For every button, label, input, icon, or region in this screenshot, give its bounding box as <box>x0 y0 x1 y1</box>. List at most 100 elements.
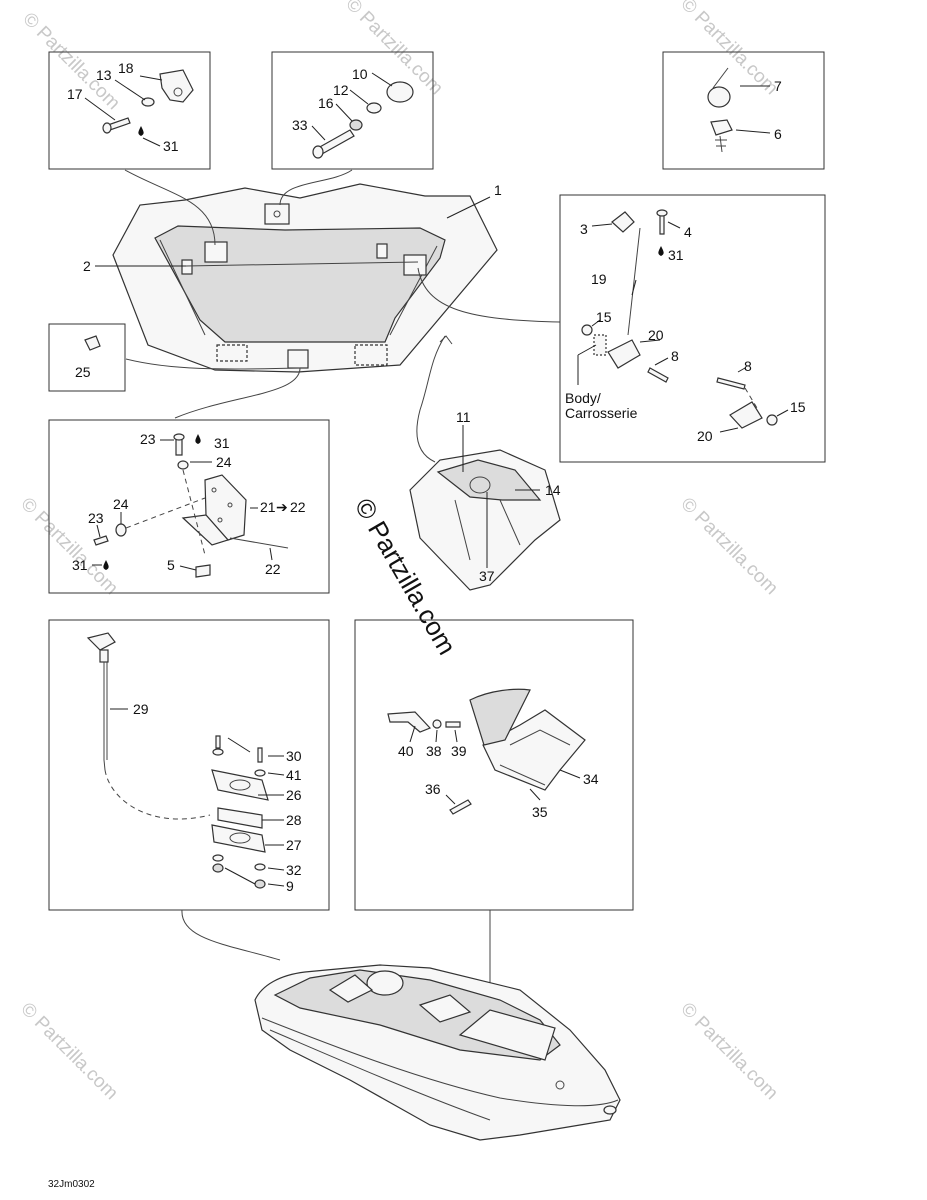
callout-15: 15 <box>596 309 612 325</box>
panel-bumper-hardware: 10 12 16 33 <box>271 51 434 170</box>
callout-14: 14 <box>545 482 561 498</box>
panel-tie-and-screw: 7 6 <box>662 51 825 170</box>
callout-13: 13 <box>96 67 112 83</box>
body-label-line2: Carrosserie <box>565 405 638 421</box>
panel-grommet: 25 <box>48 323 126 392</box>
storage-hatch: 2 1 <box>83 169 561 463</box>
callout-21: 21 <box>260 499 276 515</box>
latch-plate <box>264 203 290 225</box>
panel-hinge-assembly: 23 31 24 21 ➔ 22 24 23 31 5 22 <box>48 419 330 594</box>
watermark: © Partzilla.com <box>16 494 121 599</box>
callout-25: 25 <box>75 364 91 380</box>
callout-33: 33 <box>292 117 308 133</box>
handle-29 <box>86 632 116 651</box>
washer-15a <box>581 324 593 336</box>
console-assembly: 11 14 37 <box>409 409 561 591</box>
callout-9: 9 <box>286 878 294 894</box>
callout-30: 30 <box>286 748 302 764</box>
storage-opening <box>458 1009 556 1061</box>
washer-32 <box>254 863 266 871</box>
callout-17: 17 <box>67 86 83 102</box>
callout-12: 12 <box>333 82 349 98</box>
callout-27: 27 <box>286 837 302 853</box>
callout-34: 34 <box>583 771 599 787</box>
callout-28: 28 <box>286 812 302 828</box>
callout-5: 5 <box>167 557 175 573</box>
diagram-code: 32Jm0302 <box>48 1179 95 1190</box>
screw-23b <box>93 535 109 546</box>
callout-23: 23 <box>88 510 104 526</box>
callout-24: 24 <box>113 496 129 512</box>
watermark: © Partzilla.com <box>676 0 781 99</box>
callout-19: 19 <box>591 271 607 287</box>
screw-39 <box>445 721 461 728</box>
bumper-10 <box>386 81 414 103</box>
callout-31: 31 <box>668 247 684 263</box>
latch-40 <box>387 711 432 733</box>
callout-29: 29 <box>133 701 149 717</box>
plate-27 <box>211 824 266 853</box>
bracket-20b <box>729 401 763 429</box>
callout-3: 3 <box>580 221 588 237</box>
grommet-25 <box>84 335 101 351</box>
panel-storage-bin: 40 38 39 34 36 35 <box>354 619 634 911</box>
callout-35: 35 <box>532 804 548 820</box>
washer-24b <box>115 523 127 537</box>
washer-38 <box>432 719 442 729</box>
callout-31: 31 <box>72 557 88 573</box>
plate-26 <box>211 769 269 801</box>
screw-4 <box>659 213 665 235</box>
callout-26: 26 <box>286 787 302 803</box>
pin-36 <box>449 799 472 815</box>
callout-2: 2 <box>83 258 91 274</box>
callout-41: 41 <box>286 767 302 783</box>
boat-hull <box>181 909 621 1141</box>
callout-22: 22 <box>265 561 281 577</box>
bracket-3 <box>611 211 635 233</box>
panel-cable-lock: 29 30 41 26 28 27 32 9 <box>48 619 330 911</box>
washer-41 <box>254 769 266 777</box>
callout-20: 20 <box>697 428 713 444</box>
washer-15b <box>766 414 778 426</box>
callout-24: 24 <box>216 454 232 470</box>
callout-22: 22 <box>290 499 306 515</box>
steering-wheel <box>366 970 404 996</box>
callout-31: 31 <box>214 435 230 451</box>
callout-31: 31 <box>163 138 179 154</box>
nut-9 <box>254 879 266 889</box>
callout-11: 11 <box>456 409 471 425</box>
watermark: © Partzilla.com <box>16 999 121 1104</box>
callout-32: 32 <box>286 862 302 878</box>
watermark: © Partzilla.com <box>676 494 781 599</box>
cable-tie-7 <box>707 86 731 108</box>
panel-support-rod: 3 4 31 19 15 20 8 8 Body/ Carrosserie 15… <box>559 194 826 463</box>
screw-30b <box>257 747 263 763</box>
callout-8: 8 <box>744 358 752 374</box>
watermark: © Partzilla.com <box>676 999 781 1104</box>
panel-hinge-hardware: 18 13 17 31 <box>48 51 211 170</box>
callout-39: 39 <box>451 743 467 759</box>
gasket-28 <box>217 807 263 829</box>
callout-1: 1 <box>494 182 502 198</box>
bracket-18 <box>159 69 194 103</box>
callout-15: 15 <box>790 399 806 415</box>
callout-7: 7 <box>774 78 782 94</box>
callout-21-arrow: ➔ <box>276 499 288 515</box>
callout-38: 38 <box>426 743 442 759</box>
screw-30a <box>215 735 221 749</box>
callout-4: 4 <box>684 224 692 240</box>
washer-24a <box>177 460 189 470</box>
callout-20: 20 <box>648 327 664 343</box>
callout-16: 16 <box>318 95 334 111</box>
glove-box-34 <box>482 709 586 791</box>
callout-23: 23 <box>140 431 156 447</box>
body-label-line1: Body/ <box>565 390 601 406</box>
callout-18: 18 <box>118 60 134 76</box>
callout-6: 6 <box>774 126 782 142</box>
callout-37: 37 <box>479 568 495 584</box>
clip-screw-6 <box>710 119 733 136</box>
pin-8a <box>647 367 669 383</box>
clip-5 <box>195 564 211 578</box>
callout-40: 40 <box>398 743 414 759</box>
